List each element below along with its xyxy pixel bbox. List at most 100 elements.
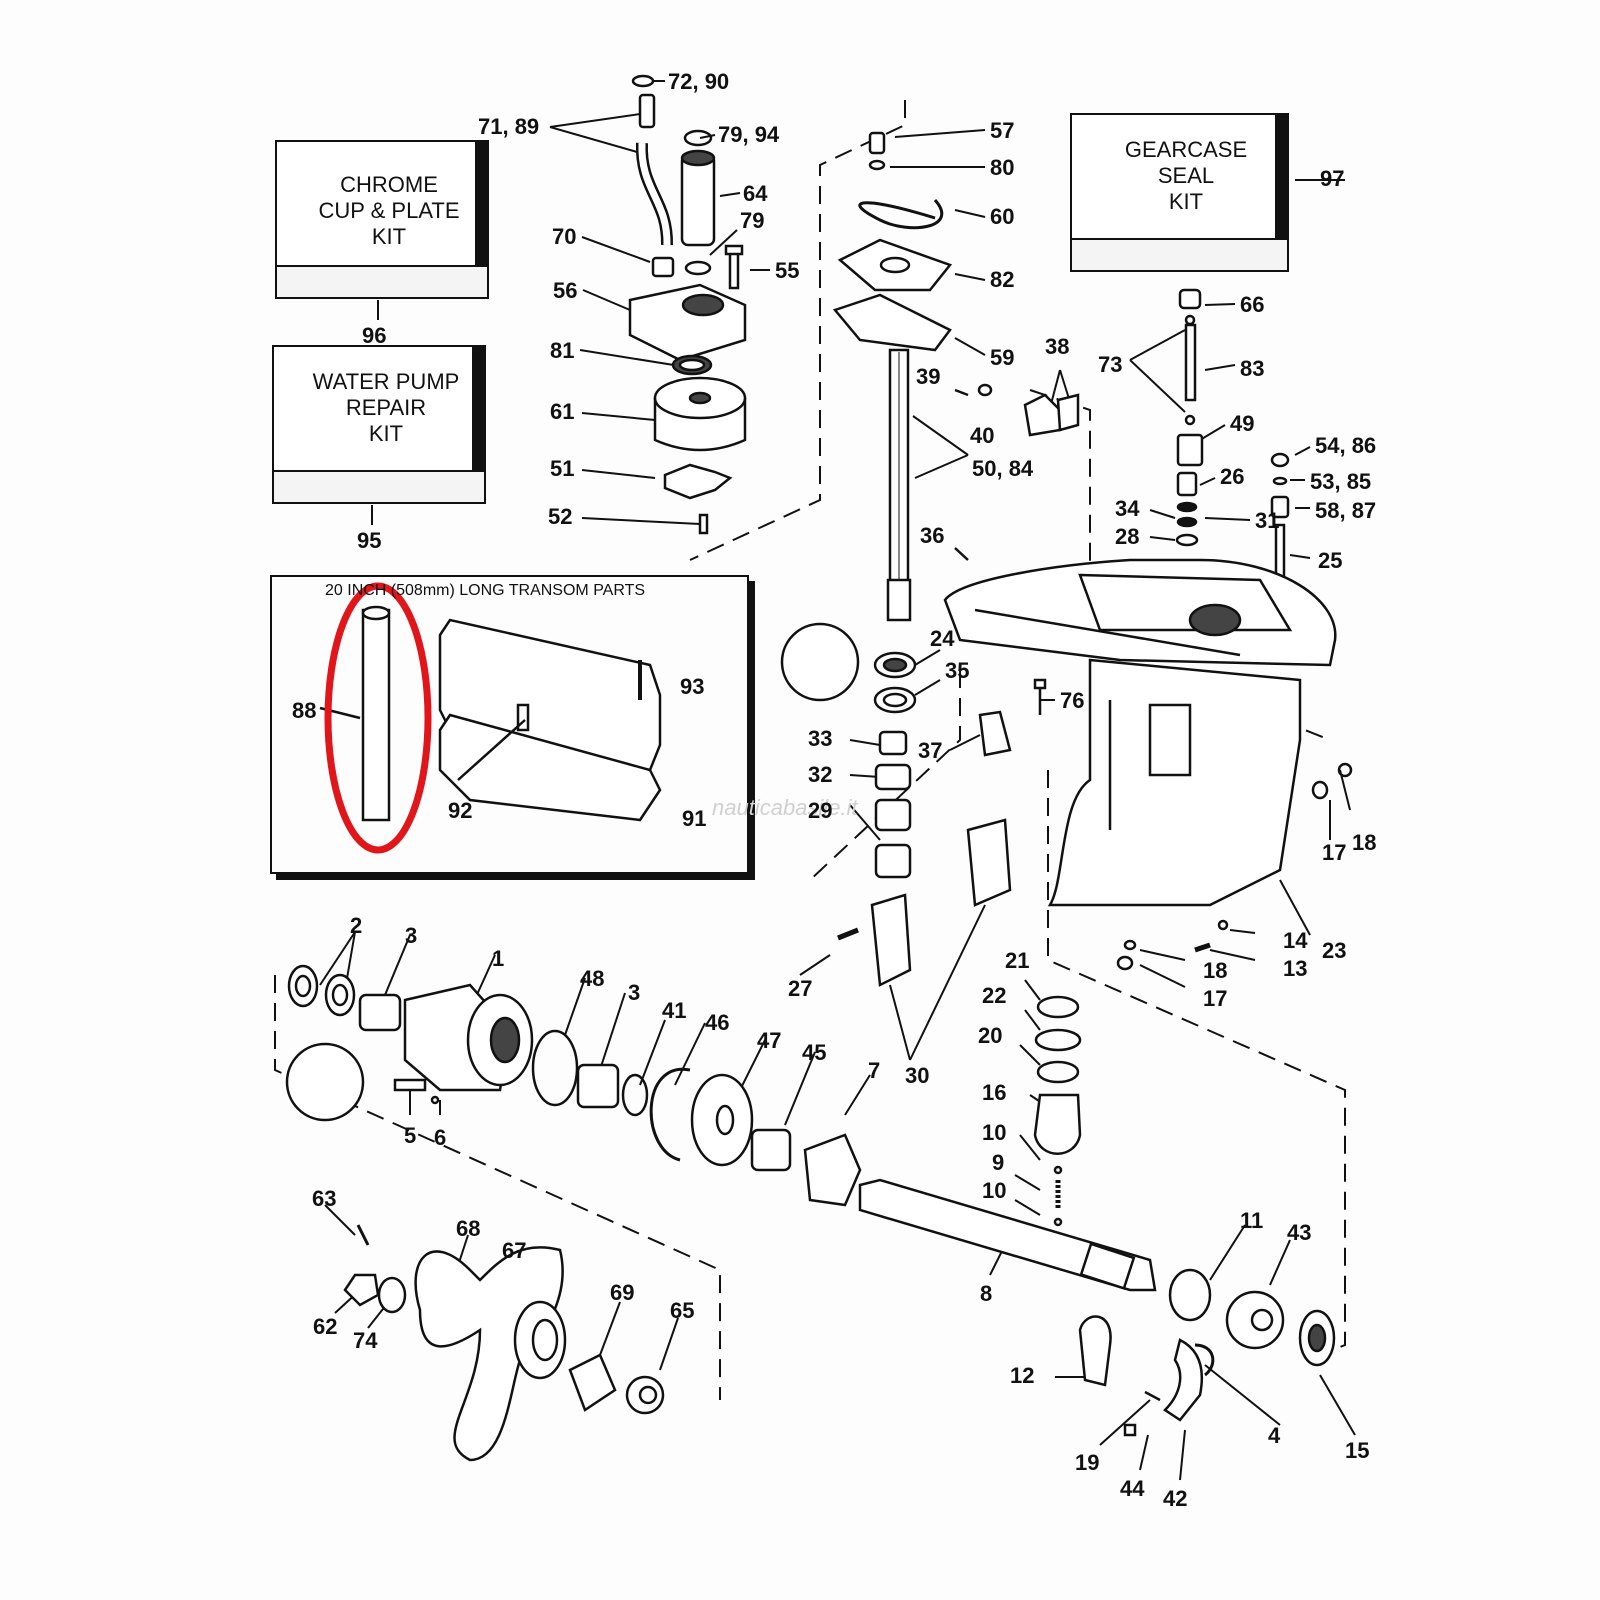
label-61: 61 bbox=[550, 399, 575, 424]
label-44: 44 bbox=[1120, 1476, 1145, 1501]
label-95: 95 bbox=[357, 528, 382, 553]
label-37: 37 bbox=[918, 738, 943, 763]
label-67: 67 bbox=[502, 1238, 527, 1263]
label-74: 74 bbox=[353, 1328, 378, 1353]
label-25: 25 bbox=[1318, 548, 1343, 573]
gearcase-fasteners bbox=[1116, 762, 1353, 971]
label-17-lower: 17 bbox=[1203, 986, 1228, 1011]
label-28: 28 bbox=[1115, 524, 1140, 549]
chrome-kit-line3: KIT bbox=[371, 224, 407, 249]
label-22: 22 bbox=[982, 983, 1007, 1008]
label-33: 33 bbox=[808, 726, 833, 751]
transom-housing bbox=[438, 618, 662, 822]
label-12: 12 bbox=[1010, 1363, 1035, 1388]
gearcase-kit-line3: KIT bbox=[1168, 189, 1204, 214]
label-96: 96 bbox=[362, 323, 387, 348]
label-68: 68 bbox=[456, 1216, 481, 1241]
label-62: 62 bbox=[313, 1314, 338, 1339]
water-tube-part-88 bbox=[319, 605, 391, 822]
propeller-shaft bbox=[858, 1178, 1336, 1437]
label-80: 80 bbox=[990, 155, 1015, 180]
label-36: 36 bbox=[920, 523, 945, 548]
label-73: 73 bbox=[1098, 352, 1123, 377]
label-32: 32 bbox=[808, 762, 833, 787]
water-pump-kit-label: WATER PUMP REPAIR KIT bbox=[288, 369, 484, 447]
bearing-stack bbox=[780, 622, 1047, 879]
label-82: 82 bbox=[990, 267, 1015, 292]
label-3-right: 3 bbox=[628, 980, 641, 1005]
label-16: 16 bbox=[982, 1080, 1007, 1105]
chrome-kit-box-base bbox=[275, 265, 489, 299]
label-5: 5 bbox=[404, 1123, 417, 1148]
label-19: 19 bbox=[1075, 1450, 1100, 1475]
chrome-kit-label: CHROME CUP & PLATE KIT bbox=[291, 172, 487, 250]
label-69: 69 bbox=[610, 1280, 635, 1305]
label-56: 56 bbox=[553, 278, 578, 303]
label-8: 8 bbox=[980, 1281, 993, 1306]
label-64: 64 bbox=[743, 181, 768, 206]
label-40: 40 bbox=[970, 423, 995, 448]
water-pump-kit-line2: REPAIR bbox=[345, 395, 427, 420]
chrome-kit-box: CHROME CUP & PLATE KIT bbox=[275, 140, 489, 269]
propeller bbox=[343, 1224, 665, 1462]
label-76: 76 bbox=[1060, 688, 1085, 713]
water-pump-kit-line3: KIT bbox=[368, 421, 404, 446]
gearcase-kit-label: GEARCASE SEAL KIT bbox=[1086, 137, 1286, 215]
label-10-upper: 10 bbox=[982, 1120, 1007, 1145]
label-17-upper: 17 bbox=[1322, 840, 1347, 865]
label-15: 15 bbox=[1345, 1438, 1370, 1463]
gearcase-seal-kit-box: GEARCASE SEAL KIT bbox=[1070, 113, 1289, 242]
label-26: 26 bbox=[1220, 464, 1245, 489]
label-13: 13 bbox=[1283, 956, 1308, 981]
driveshaft-parts bbox=[832, 131, 1080, 622]
water-pump-kit-box-base bbox=[272, 470, 486, 504]
label-1: 1 bbox=[492, 946, 505, 971]
label-59: 59 bbox=[990, 345, 1015, 370]
label-70: 70 bbox=[552, 224, 577, 249]
label-57: 57 bbox=[990, 118, 1015, 143]
label-29: 29 bbox=[808, 798, 833, 823]
gearcase-kit-line1: GEARCASE bbox=[1124, 137, 1248, 162]
label-11: 11 bbox=[1240, 1208, 1264, 1233]
label-18-lower: 18 bbox=[1203, 958, 1228, 983]
label-81: 81 bbox=[550, 338, 575, 363]
label-49: 49 bbox=[1230, 411, 1255, 436]
label-63: 63 bbox=[312, 1186, 337, 1211]
label-50-84: 50, 84 bbox=[972, 456, 1034, 481]
label-43: 43 bbox=[1287, 1220, 1312, 1245]
label-46: 46 bbox=[705, 1010, 730, 1035]
label-35: 35 bbox=[945, 658, 970, 683]
label-20: 20 bbox=[978, 1023, 1003, 1048]
pump-assembly-dashed-outline bbox=[274, 100, 1346, 1400]
label-7: 7 bbox=[868, 1058, 881, 1083]
water-screens bbox=[837, 818, 1012, 987]
label-39: 39 bbox=[916, 364, 941, 389]
bearing-housing-assembly bbox=[285, 964, 862, 1207]
label-6: 6 bbox=[434, 1125, 447, 1150]
label-9: 9 bbox=[992, 1150, 1005, 1175]
gearcase-housing bbox=[943, 558, 1337, 907]
chrome-kit-line2: CUP & PLATE bbox=[318, 198, 460, 223]
label-18-upper: 18 bbox=[1352, 830, 1377, 855]
label-45: 45 bbox=[802, 1040, 827, 1065]
label-24: 24 bbox=[930, 626, 955, 651]
pinion-stack bbox=[1033, 995, 1082, 1227]
label-3-left: 3 bbox=[405, 923, 418, 948]
label-53-85: 53, 85 bbox=[1310, 469, 1372, 494]
label-91: 91 bbox=[682, 806, 707, 831]
label-60: 60 bbox=[990, 204, 1015, 229]
label-83: 83 bbox=[1240, 356, 1265, 381]
label-71-89: 71, 89 bbox=[478, 114, 540, 139]
label-4: 4 bbox=[1268, 1423, 1281, 1448]
water-pump-kit-box: WATER PUMP REPAIR KIT bbox=[272, 345, 486, 474]
label-58-87: 58, 87 bbox=[1315, 498, 1377, 523]
water-pump-kit-line1: WATER PUMP bbox=[312, 369, 460, 394]
label-42: 42 bbox=[1163, 1486, 1188, 1511]
long-transom-panel bbox=[270, 575, 749, 874]
chrome-kit-line1: CHROME bbox=[340, 172, 438, 197]
label-52: 52 bbox=[548, 504, 573, 529]
label-21: 21 bbox=[1005, 948, 1030, 973]
label-66: 66 bbox=[1240, 292, 1265, 317]
